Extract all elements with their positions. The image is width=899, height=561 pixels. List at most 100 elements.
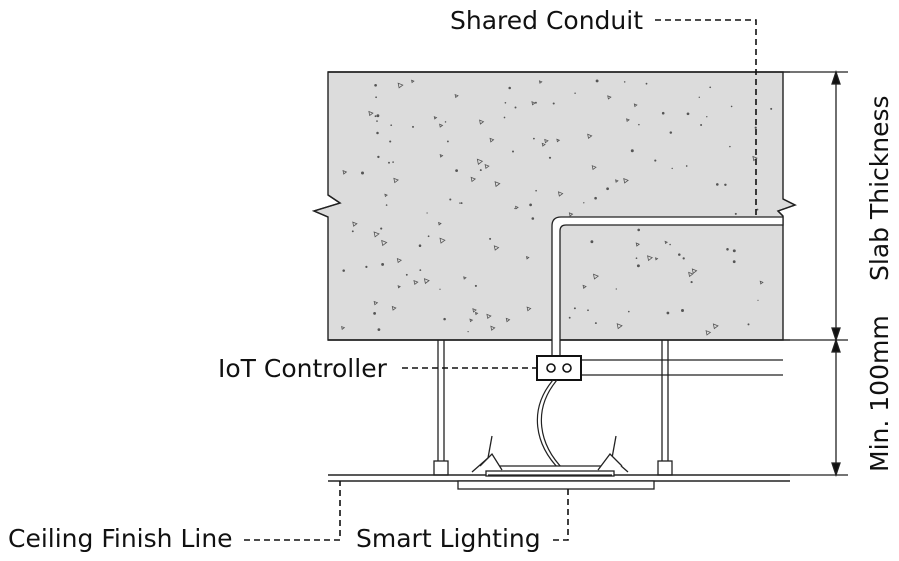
aggregate-speck (444, 121, 447, 123)
aggregate-speck (712, 323, 719, 330)
aggregate-speck (479, 119, 485, 125)
aggregate-speck (503, 116, 506, 119)
aggregate-speck (756, 208, 759, 211)
label-min-clearance: Min. 100mm (865, 315, 894, 472)
concrete-slab (311, 71, 797, 341)
aggregate-speck (568, 212, 574, 217)
aggregate-speck (376, 131, 379, 135)
aggregate-speck (463, 276, 467, 280)
aggregate-speck (700, 124, 703, 126)
aggregate-speck (405, 273, 408, 276)
aggregate-speck (389, 140, 392, 143)
aggregate-speck (671, 167, 673, 170)
aggregate-speck (352, 221, 358, 227)
aggregate-speck (594, 322, 597, 325)
aggregate-speck (729, 145, 731, 148)
aggregate-speck (724, 183, 727, 187)
slab-break-right (776, 198, 797, 217)
aggregate-speck (526, 306, 532, 312)
aggregate-speck (531, 217, 535, 220)
aggregate-speck (351, 230, 354, 233)
aggregate-speck (411, 79, 415, 84)
aggregate-speck (494, 181, 501, 188)
aggregate-speck (412, 125, 414, 128)
aggregate-speck (548, 156, 552, 159)
label-iot-controller: IoT Controller (218, 354, 387, 383)
aggregate-speck (552, 102, 555, 105)
aggregate-speck (529, 203, 532, 207)
aggregate-speck (590, 240, 594, 244)
aggregate-speck (709, 86, 712, 89)
dimension-min-clearance (790, 337, 848, 478)
aggregate-speck (757, 299, 759, 301)
aggregate-speck (685, 165, 688, 167)
aggregate-speck (647, 255, 653, 262)
aggregate-speck (688, 271, 694, 278)
aggregate-speck (654, 257, 659, 261)
aggregate-speck (508, 86, 511, 90)
aggregate-speck (595, 79, 599, 83)
aggregate-speck (454, 93, 459, 99)
aggregate-speck (734, 212, 737, 215)
aggregate-speck (661, 111, 665, 115)
aggregate-speck (594, 196, 597, 200)
aggregate-speck (376, 114, 380, 118)
aggregate-speck (489, 137, 495, 143)
aggregate-speck (544, 138, 549, 144)
aggregate-speck (493, 245, 500, 251)
dimension-slab-thickness (790, 69, 848, 343)
aggregate-speck (373, 231, 380, 238)
aggregate-speck (628, 310, 630, 313)
aggregate-speck (388, 161, 390, 164)
aggregate-speck (467, 330, 469, 333)
aggregate-speck (390, 124, 393, 127)
aggregate-speck (511, 150, 515, 153)
aggregate-speck (474, 284, 477, 287)
aggregate-speck (393, 177, 399, 184)
aggregate-speck (706, 116, 708, 118)
aggregate-speck (439, 123, 444, 128)
aggregate-speck (443, 317, 446, 321)
iot-controller-box (536, 355, 582, 381)
leader-smart-lighting (553, 489, 569, 541)
aggregate-speck (533, 137, 535, 140)
leader-shared-conduit (655, 19, 757, 215)
aggregate-speck (433, 116, 438, 120)
aggregate-speck (534, 101, 537, 104)
aggregate-speck (538, 80, 543, 84)
aggregate-speck (380, 227, 383, 230)
aggregate-speck (459, 202, 461, 204)
aggregate-speck (630, 149, 634, 153)
aggregate-speck (504, 101, 507, 104)
aggregate-speck (690, 281, 693, 284)
aggregate-speck (637, 228, 641, 232)
aggregate-speck (623, 81, 626, 83)
aggregate-speck (381, 262, 385, 266)
aggregate-speck (633, 103, 638, 108)
aggregate-speck (392, 161, 394, 163)
aggregate-speck (626, 118, 630, 123)
aggregate-speck (376, 120, 378, 122)
aggregate-speck (469, 318, 474, 323)
shared-conduit-pipe (551, 216, 784, 363)
aggregate-speck (606, 187, 609, 191)
ceiling-hangers (433, 340, 673, 476)
aggregate-speck (705, 330, 712, 336)
aggregate-speck (489, 237, 492, 240)
conduit-branch (582, 359, 783, 376)
aggregate-speck (557, 191, 564, 197)
aggregate-speck (476, 158, 484, 165)
aggregate-speck (607, 95, 612, 100)
aggregate-speck (381, 239, 388, 247)
label-smart-lighting: Smart Lighting (356, 524, 541, 553)
aggregate-speck (531, 101, 536, 106)
aggregate-speck (568, 316, 571, 319)
aggregate-speck (377, 328, 381, 331)
aggregate-speck (397, 82, 404, 89)
aggregate-speck (427, 235, 430, 238)
aggregate-speck (391, 305, 397, 311)
aggregate-speck (455, 169, 458, 172)
aggregate-speck (439, 153, 444, 158)
smart-lighting-fixture (457, 435, 655, 490)
